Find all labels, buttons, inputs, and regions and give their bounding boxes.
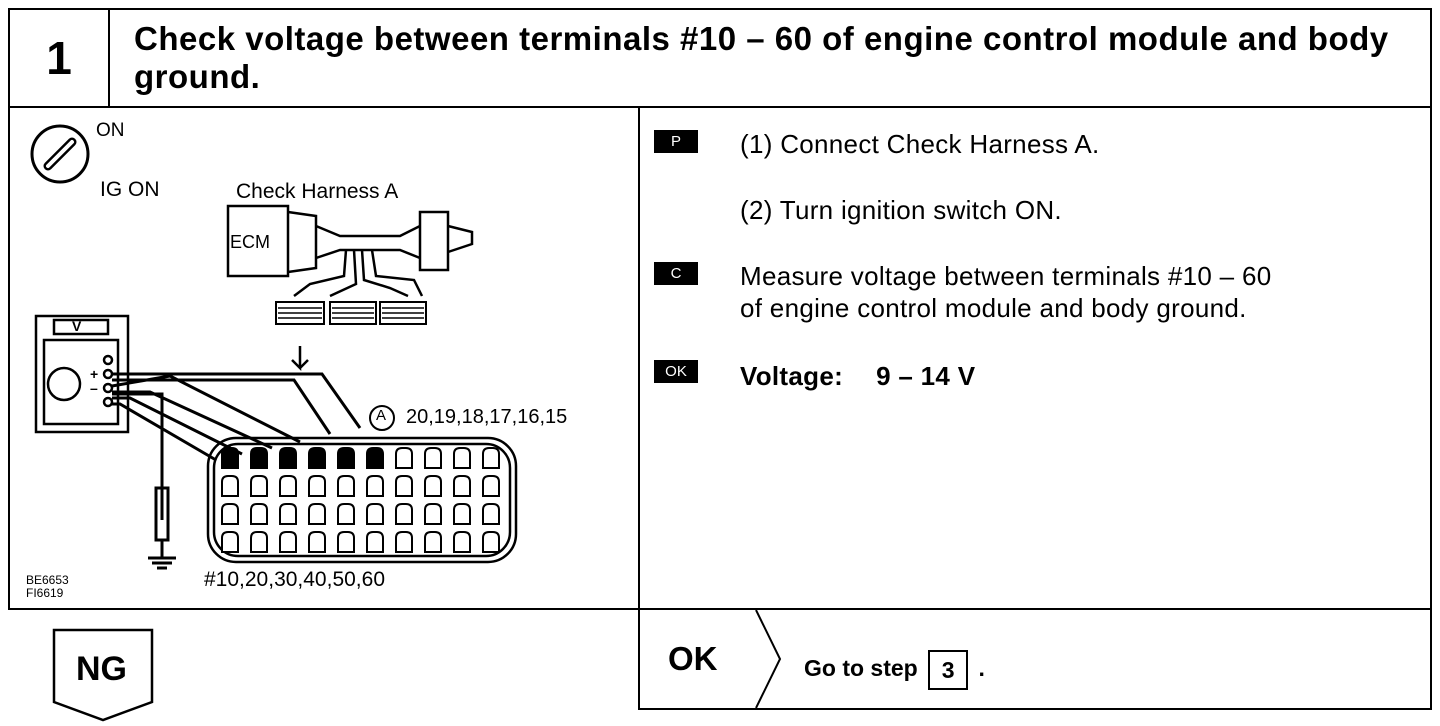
ng-label: NG	[76, 650, 127, 688]
terminal-pin	[453, 503, 471, 525]
figure-code-2: FI6619	[26, 586, 64, 600]
measure-line-1: Measure voltage between terminals #10 – …	[740, 261, 1272, 291]
terminal-pin	[395, 503, 413, 525]
ok-badge: OK	[654, 360, 698, 383]
terminal-pin	[250, 475, 268, 497]
step-title: Check voltage between terminals #10 – 60…	[134, 20, 1389, 95]
ecm-label: ECM	[230, 232, 270, 252]
terminal-pin	[308, 475, 326, 497]
terminal-pin	[250, 447, 268, 469]
terminal-pin	[453, 531, 471, 553]
terminal-pin	[453, 475, 471, 497]
ok-label: OK	[668, 640, 718, 677]
terminal-pin	[279, 475, 297, 497]
terminal-pin	[337, 531, 355, 553]
step-1-text: (1) Connect Check Harness A.	[740, 129, 1100, 159]
figure-panel: ON IG ON Check Harness A ECM V + – A 20,…	[8, 106, 640, 610]
goto-step[interactable]: Go to step 3 .	[804, 650, 985, 690]
goto-period: .	[978, 655, 985, 682]
terminal-pin	[366, 475, 384, 497]
step-header: 1 Check voltage between terminals #10 – …	[8, 8, 1432, 108]
terminal-marker-label: A	[376, 407, 387, 424]
terminal-pin	[482, 503, 500, 525]
terminal-pin	[424, 475, 442, 497]
measure-line-2: of engine control module and body ground…	[740, 293, 1247, 323]
goto-text: Go to step	[804, 655, 918, 682]
ignition-key-icon	[30, 124, 90, 184]
step-2-text: (2) Turn ignition switch ON.	[740, 195, 1062, 225]
terminal-marker	[369, 405, 395, 431]
terminal-pin	[337, 447, 355, 469]
terminal-pin	[395, 531, 413, 553]
wiring-diagram	[30, 124, 518, 570]
bottom-terminal-numbers: #10,20,30,40,50,60	[204, 568, 386, 591]
terminal-pin	[395, 475, 413, 497]
ecm-connector	[206, 436, 518, 564]
ng-pentagon	[52, 628, 154, 722]
terminal-pin	[250, 503, 268, 525]
terminal-pin	[482, 475, 500, 497]
terminal-pin	[482, 531, 500, 553]
c-badge: C	[654, 262, 698, 285]
terminal-pin	[366, 503, 384, 525]
meter-minus: –	[90, 380, 98, 396]
voltage-spec: Voltage: 9 – 14 V	[740, 360, 975, 393]
terminal-pin	[395, 447, 413, 469]
terminal-pin	[424, 447, 442, 469]
terminal-pin	[221, 503, 239, 525]
terminal-pin	[221, 531, 239, 553]
step-reference-box[interactable]: 3	[928, 650, 969, 690]
terminal-pin	[366, 447, 384, 469]
probe-leads	[111, 372, 362, 570]
voltage-label: Voltage:	[740, 361, 844, 391]
terminal-pin	[279, 447, 297, 469]
terminal-pin	[482, 447, 500, 469]
terminal-pin	[453, 447, 471, 469]
figure-code-1: BE6653	[26, 573, 69, 587]
harness-drawing	[226, 204, 474, 372]
terminal-pin	[366, 531, 384, 553]
terminal-pin	[279, 531, 297, 553]
terminal-pin	[308, 447, 326, 469]
terminal-pins	[221, 447, 500, 553]
terminal-pin	[337, 503, 355, 525]
chevron-divider	[755, 610, 782, 708]
step-number: 1	[10, 10, 110, 106]
terminal-pin	[250, 531, 268, 553]
ok-result-panel: OK Go to step 3 .	[638, 608, 1432, 710]
meter-label: V	[72, 318, 82, 334]
meter-plus: +	[90, 366, 99, 382]
voltage-value: 9 – 14 V	[876, 361, 976, 391]
instructions-panel: P (1) Connect Check Harness A. (2) Turn …	[638, 106, 1432, 610]
terminal-pin	[308, 503, 326, 525]
terminal-pin	[221, 475, 239, 497]
terminal-pin	[337, 475, 355, 497]
harness-label: Check Harness A	[236, 180, 399, 203]
harness-connectors	[275, 301, 427, 325]
terminal-pin	[221, 447, 239, 469]
terminal-pin	[424, 531, 442, 553]
terminal-pin	[279, 503, 297, 525]
terminal-pin	[424, 503, 442, 525]
on-label: ON	[96, 120, 125, 141]
ig-on-label: IG ON	[100, 178, 160, 201]
top-terminal-numbers: 20,19,18,17,16,15	[406, 406, 568, 428]
p-badge: P	[654, 130, 698, 153]
terminal-pin	[308, 531, 326, 553]
